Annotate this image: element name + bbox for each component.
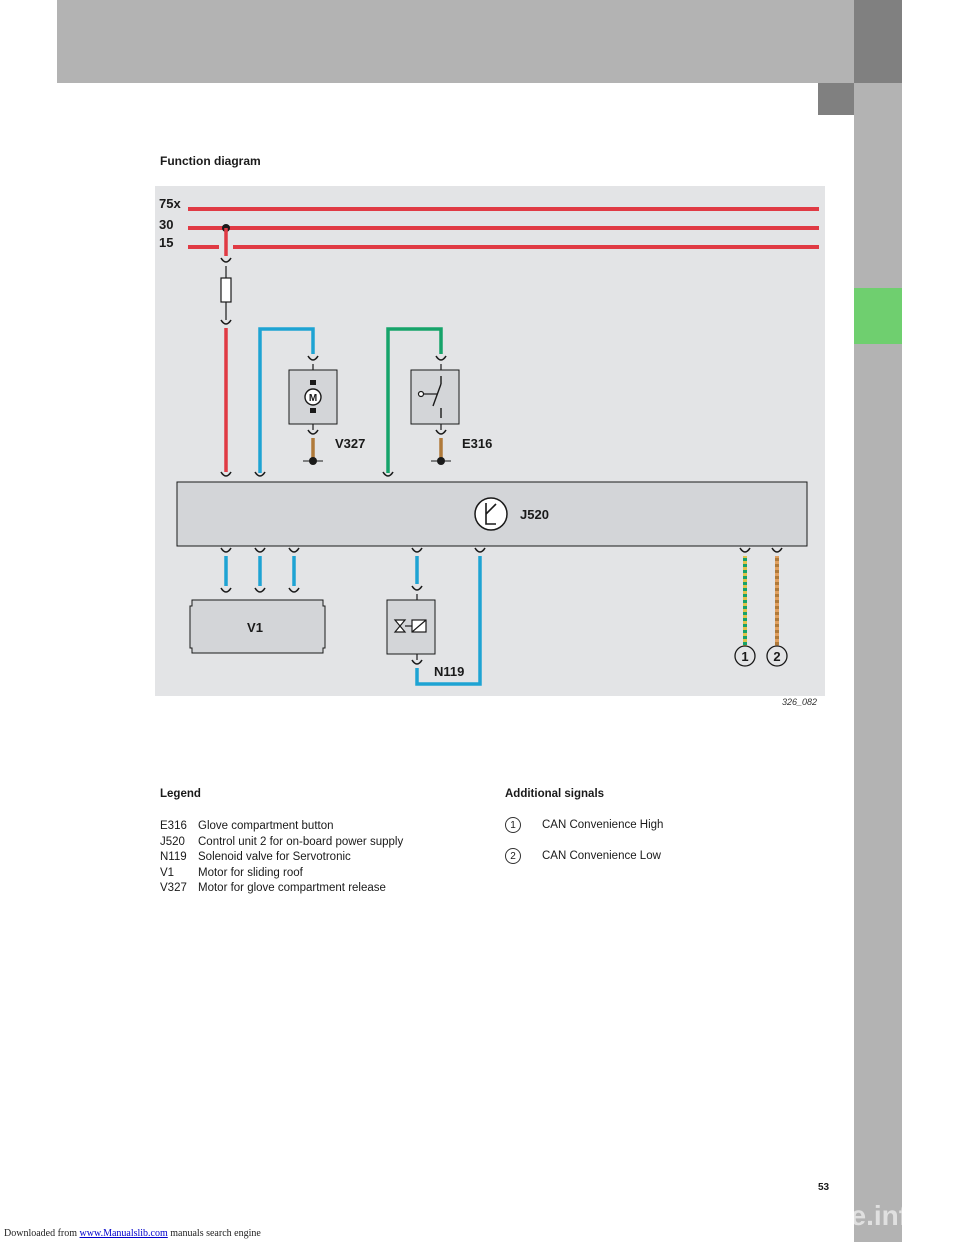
label-n119: N119 xyxy=(434,664,464,679)
wire-j520-to-e316 xyxy=(386,327,443,473)
watermark: carmanualsonline.info xyxy=(628,1200,926,1231)
wire-n119-return xyxy=(415,556,482,686)
section-title: Function diagram xyxy=(160,154,261,168)
bus-label-75x: 75x xyxy=(159,196,181,211)
legend-item: V327 Motor for glove compartment release xyxy=(160,881,403,897)
connector-v1-1 xyxy=(220,587,232,593)
footer-link[interactable]: www.Manualslib.com xyxy=(79,1228,168,1239)
motor-brush-bottom xyxy=(310,408,316,413)
label-j520: J520 xyxy=(520,507,549,522)
legend-code: N119 xyxy=(160,851,187,863)
bus-label-15: 15 xyxy=(159,235,173,250)
connector-j520-bottom-4 xyxy=(411,547,423,553)
switch-button-icon xyxy=(417,390,425,398)
additional-signals-title: Additional signals xyxy=(505,788,605,800)
connector-fuse-top xyxy=(220,257,232,263)
v1-box xyxy=(189,599,326,654)
e316-box xyxy=(410,369,460,425)
signal-label: CAN Convenience Low xyxy=(542,850,661,862)
side-band xyxy=(854,83,902,1242)
signal-marker-1-label: 1 xyxy=(741,649,748,664)
n119-box xyxy=(386,599,436,655)
legend-desc: Motor for glove compartment release xyxy=(198,882,386,894)
legend-desc: Motor for sliding roof xyxy=(198,866,303,879)
wire-can-high xyxy=(743,556,747,646)
connector-j520-bottom-7 xyxy=(771,547,783,553)
footer-prefix: Downloaded from xyxy=(4,1228,80,1239)
wire-can-low xyxy=(775,556,779,646)
legend-desc: Control unit 2 for on-board power supply xyxy=(198,835,404,848)
signal-marker-2 xyxy=(766,645,788,667)
chapter-tab xyxy=(854,288,902,344)
control-unit-icon-diag xyxy=(485,503,497,515)
wire-j520-to-v327 xyxy=(258,327,315,473)
legend-list: E316 Glove compartment button J520 Contr… xyxy=(160,819,403,897)
connector-j520-bottom-1 xyxy=(220,547,232,553)
bus-label-30: 30 xyxy=(159,217,173,232)
figure-reference: 326_082 xyxy=(782,697,818,707)
legend-code: E316 xyxy=(160,820,187,832)
legend-code: V327 xyxy=(160,882,187,894)
motor-icon xyxy=(304,388,322,406)
connector-v1-3 xyxy=(288,587,300,593)
connector-fuse-bottom xyxy=(220,319,232,325)
legend-code: V1 xyxy=(160,866,175,879)
top-band xyxy=(57,0,854,83)
signal-label: CAN Convenience High xyxy=(542,819,664,831)
connector-j520-top-3 xyxy=(382,471,394,477)
header-square xyxy=(818,83,854,115)
signal-number: 2 xyxy=(505,848,521,864)
legend-title: Legend xyxy=(160,788,201,800)
signal-item: 1 CAN Convenience High xyxy=(505,817,663,833)
signal-number: 1 xyxy=(505,817,521,833)
connector-e316-top xyxy=(435,355,447,361)
label-v1: V1 xyxy=(247,620,263,635)
legend-code: J520 xyxy=(160,835,185,848)
connector-e316-bottom xyxy=(435,429,447,435)
fuse xyxy=(220,277,232,303)
legend-desc: Glove compartment button xyxy=(198,820,334,832)
signal-marker-2-label: 2 xyxy=(773,649,780,664)
connector-n119-bottom xyxy=(411,659,423,665)
legend-desc: Solenoid valve for Servotronic xyxy=(198,851,351,863)
connector-j520-top-2 xyxy=(254,471,266,477)
connector-n119-top xyxy=(411,585,423,591)
signal-marker-1 xyxy=(734,645,756,667)
legend-item: E316 Glove compartment button xyxy=(160,819,403,835)
label-v327: V327 xyxy=(335,436,365,451)
legend-item: J520 Control unit 2 for on-board power s… xyxy=(160,835,403,851)
motor-brush-top xyxy=(310,380,316,385)
control-unit-icon-mark xyxy=(485,503,496,525)
connector-j520-top-1 xyxy=(220,471,232,477)
connector-j520-bottom-2 xyxy=(254,547,266,553)
top-corner-block xyxy=(854,0,902,83)
label-e316: E316 xyxy=(462,436,492,451)
footer-suffix: manuals search engine xyxy=(167,1228,261,1239)
solenoid-diag xyxy=(411,619,427,633)
motor-symbol: M xyxy=(309,393,317,404)
connector-v1-2 xyxy=(254,587,266,593)
connector-j520-bottom-3 xyxy=(288,547,300,553)
footer: Downloaded from www.Manualslib.com manua… xyxy=(4,1228,261,1239)
connector-j520-bottom-5 xyxy=(474,547,486,553)
valve-icon xyxy=(393,619,407,633)
control-unit-icon xyxy=(474,497,508,531)
page-number: 53 xyxy=(818,1182,830,1193)
connector-j520-bottom-6 xyxy=(739,547,751,553)
function-diagram: 75x 30 15 M V327 E316 xyxy=(155,186,825,696)
connector-v327-bottom xyxy=(307,429,319,435)
signal-item: 2 CAN Convenience Low xyxy=(505,848,661,864)
legend-item: N119 Solenoid valve for Servotronic xyxy=(160,850,403,866)
switch-blade xyxy=(432,383,442,407)
connector-v327-top xyxy=(307,355,319,361)
legend-item: V1 Motor for sliding roof xyxy=(160,866,403,882)
